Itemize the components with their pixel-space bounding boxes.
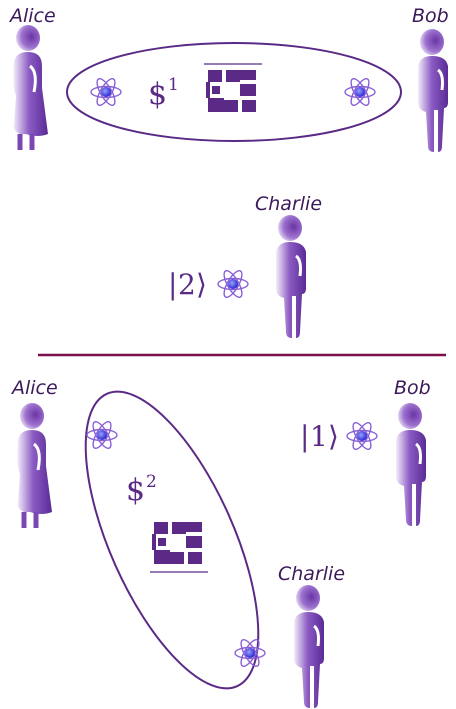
contract-symbol: $ [148, 77, 167, 112]
atom-icon [235, 637, 265, 668]
atom-icon [91, 76, 121, 107]
contract-symbol: $ [126, 473, 145, 508]
alice-label: Alice [8, 5, 56, 27]
ket-value: 1 [310, 420, 328, 453]
atom-icon [345, 76, 375, 107]
charlie-person-icon [294, 585, 324, 708]
charlie-label: Charlie [255, 193, 322, 215]
quantum-money-logo-icon [206, 68, 258, 114]
charlie-person-icon [276, 215, 306, 338]
ket-open: | [168, 268, 177, 301]
atom-icon [218, 268, 248, 299]
alice-person-icon [13, 25, 48, 150]
top-panel: Alice Bob $ 1 Charlie | 2 ⟩ [8, 5, 449, 338]
alice-label: Alice [10, 377, 58, 399]
ket-value: 2 [178, 268, 196, 301]
atom-icon [347, 420, 377, 451]
bob-person-icon [396, 403, 426, 526]
bob-person-icon [418, 29, 448, 152]
quantum-money-logo-icon [152, 520, 204, 566]
atom-icon [87, 419, 117, 450]
ket-open: | [300, 420, 309, 453]
bob-label: Bob [394, 377, 431, 399]
contract-superscript: 1 [168, 75, 179, 95]
alice-person-icon [17, 403, 52, 528]
charlie-label: Charlie [278, 563, 345, 585]
bob-label: Bob [412, 5, 449, 27]
ket-close: ⟩ [196, 268, 207, 301]
bottom-panel: Alice Bob | 1 ⟩ $ 2 Charlie [10, 369, 431, 709]
ket-close: ⟩ [328, 420, 339, 453]
contract-superscript: 2 [146, 472, 157, 492]
